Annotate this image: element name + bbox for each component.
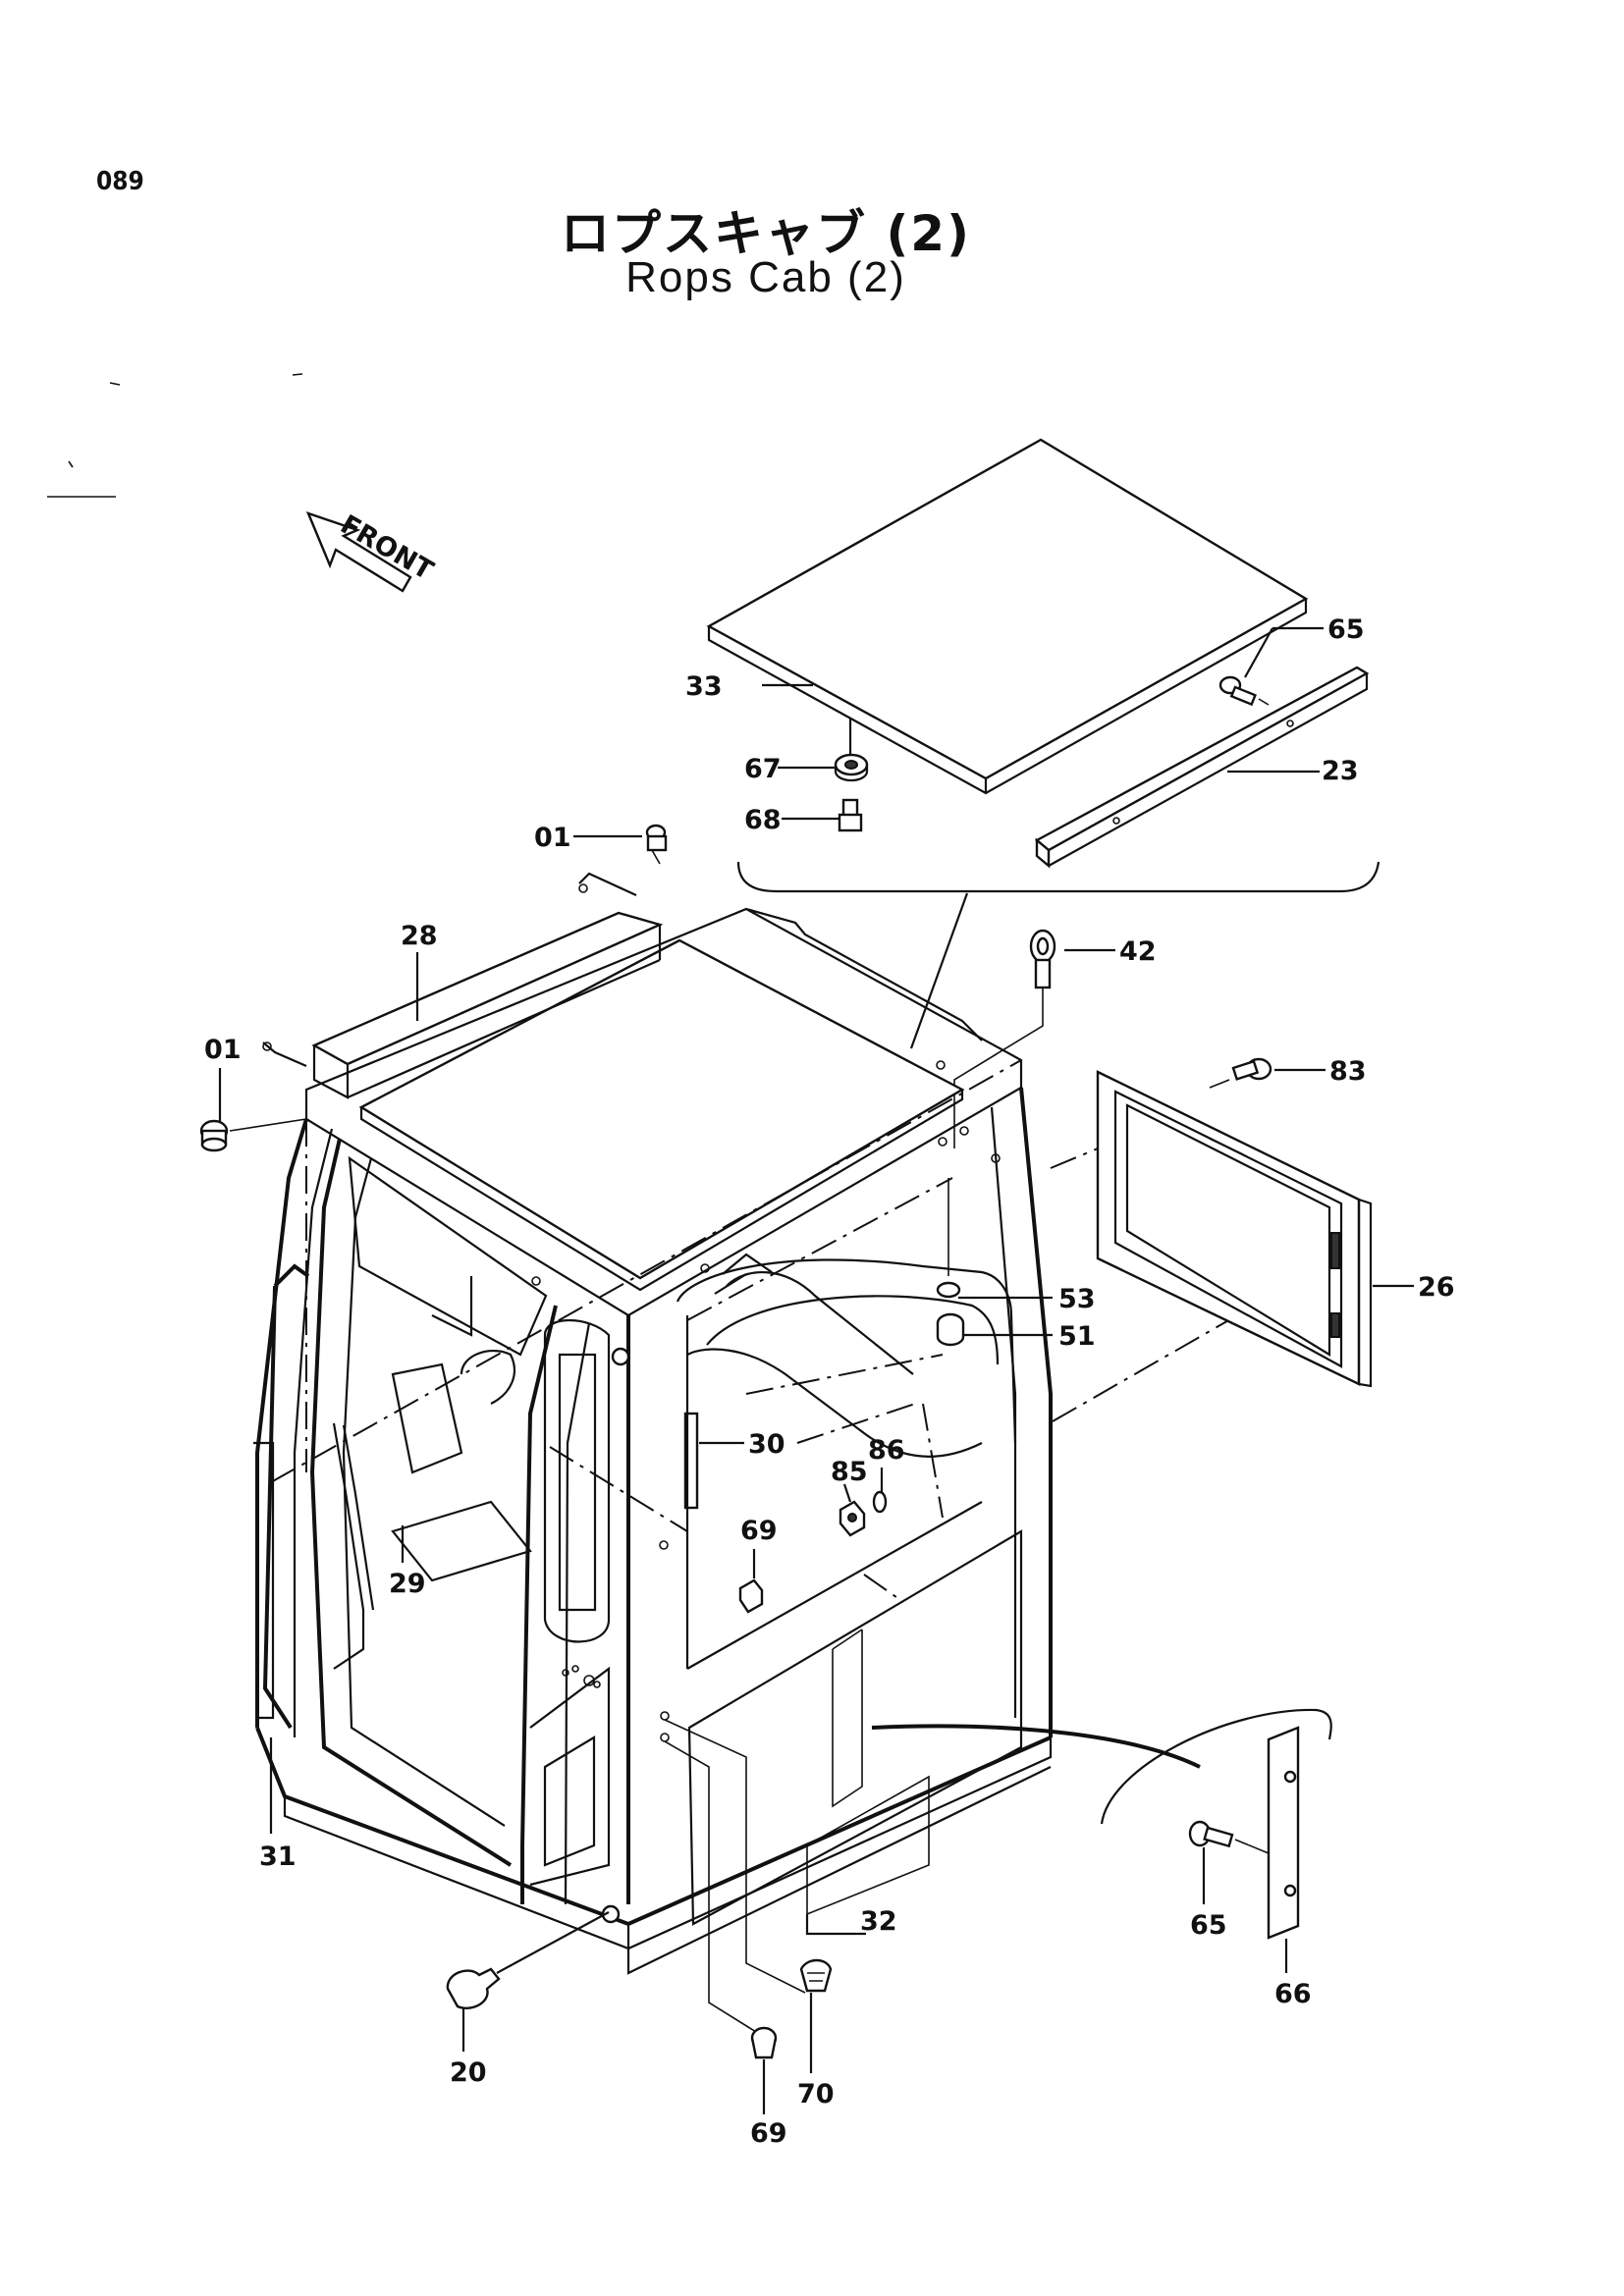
eye-bolt-42 (953, 929, 1056, 1148)
callout-26: 26 (1418, 1272, 1455, 1303)
title-japanese: ロプスキャブ (2) (561, 205, 971, 262)
callout-32: 32 (860, 1906, 897, 1937)
page-code: 089 (96, 167, 144, 196)
callout-86: 86 (868, 1435, 905, 1466)
callout-66: 66 (1274, 1979, 1312, 2009)
roof-panel-33 (706, 438, 1309, 795)
callout-30: 30 (748, 1429, 785, 1460)
callout-85: 85 (831, 1457, 868, 1487)
projection-lines (270, 1059, 1332, 1603)
nut-69-middle (738, 1578, 764, 1614)
bolt-65-top (1218, 675, 1270, 707)
callout-68: 68 (744, 805, 782, 835)
callout-01-left: 01 (204, 1035, 242, 1065)
bolt-83 (1209, 1057, 1272, 1089)
nut-51 (936, 1312, 965, 1347)
exploded-group-leader (909, 892, 969, 1049)
rail-23 (1034, 666, 1370, 869)
title-english: Rops Cab (2) (625, 253, 906, 301)
plug-01-top (645, 824, 668, 865)
washer-67 (834, 719, 869, 782)
callout-01-top: 01 (534, 823, 571, 853)
scan-marks (47, 373, 303, 498)
plug-20 (446, 1911, 610, 2009)
callout-53: 53 (1058, 1284, 1096, 1314)
leader-lines (218, 626, 1414, 2114)
callout-labels: 65 33 67 23 68 01 42 28 01 83 53 26 51 3… (204, 614, 1455, 2149)
callout-67: 67 (744, 754, 782, 784)
callout-31: 31 (259, 1842, 297, 1872)
exploded-group-bracket (736, 861, 1380, 893)
plug-69-bottom (664, 1740, 778, 2059)
callout-29: 29 (389, 1569, 426, 1599)
washer-86 (872, 1490, 888, 1514)
bolt-65-detail (1188, 1820, 1270, 1854)
nut-85 (839, 1500, 866, 1537)
cab-body (253, 872, 1053, 1975)
clip-70 (664, 1719, 833, 1994)
callout-28: 28 (401, 921, 438, 951)
callout-33: 33 (685, 671, 723, 702)
front-arrow-icon: FRONT (305, 509, 439, 593)
window-frame-26 (1096, 1070, 1373, 1388)
callout-70: 70 (797, 2079, 835, 2109)
callout-42: 42 (1119, 936, 1157, 967)
callout-69-bottom: 69 (750, 2118, 787, 2149)
callout-69-middle: 69 (740, 1516, 778, 1546)
callout-23: 23 (1322, 756, 1359, 786)
bolt-68 (838, 798, 863, 832)
plug-01-left (199, 1118, 307, 1152)
detail-bubble (871, 1708, 1332, 1940)
callout-65-top: 65 (1327, 614, 1365, 645)
callout-20: 20 (450, 2057, 487, 2088)
callout-65-detail: 65 (1190, 1910, 1227, 1941)
callout-51: 51 (1058, 1321, 1096, 1352)
washer-53 (936, 1178, 961, 1299)
callout-83: 83 (1329, 1056, 1367, 1087)
